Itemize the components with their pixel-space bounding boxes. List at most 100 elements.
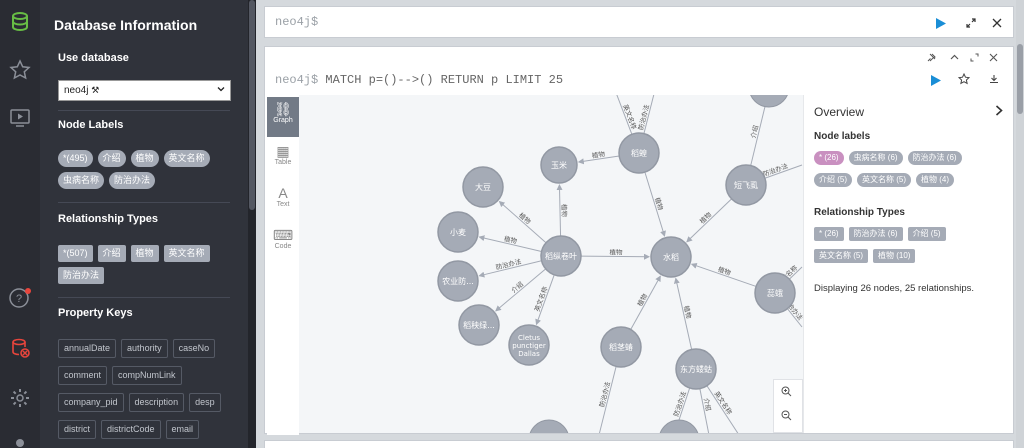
database-icon[interactable] [0, 2, 40, 42]
relationship-edge[interactable] [478, 260, 542, 278]
graph-node-circle[interactable] [458, 304, 500, 346]
relationship-edge[interactable] [630, 275, 661, 330]
property-key-tag[interactable]: comment [58, 366, 108, 385]
graph-canvas[interactable]: 植物植物植物防治办法介绍英文名称植物植物植物植物植物植物植物英文名称防治办法介绍… [299, 95, 803, 433]
zoom-in-icon[interactable] [781, 386, 795, 400]
relationship-edge[interactable] [686, 198, 732, 243]
graph-node[interactable]: 稻纵卷叶 [540, 235, 582, 277]
graph-svg[interactable]: 植物植物植物防治办法介绍英文名称植物植物植物植物植物植物植物英文名称防治办法介绍… [299, 95, 803, 433]
graph-node-circle[interactable] [508, 324, 550, 366]
graph-node-circle[interactable] [437, 211, 479, 253]
relationship-edge[interactable] [789, 266, 803, 280]
fullscreen-icon[interactable] [968, 51, 980, 63]
overview-relationship-type[interactable]: * (26) [814, 227, 844, 241]
graph-node[interactable] [659, 419, 699, 433]
graph-node[interactable]: 大豆 [462, 166, 504, 208]
node-label-tag[interactable]: *(495) [58, 150, 93, 167]
relationship-edge[interactable] [787, 308, 803, 328]
graph-node-circle[interactable] [437, 260, 479, 302]
graph-node[interactable]: 蕊蛾 [754, 272, 796, 314]
graph-node-circle[interactable] [754, 272, 796, 314]
play-icon[interactable] [0, 98, 40, 138]
node-label-tag[interactable]: 英文名称 [163, 150, 210, 167]
relationship-edge[interactable] [644, 171, 666, 237]
rerun-icon[interactable] [929, 73, 943, 87]
zoom-out-icon[interactable] [781, 410, 795, 424]
property-key-tag[interactable]: company_pid [58, 393, 124, 412]
property-key-tag[interactable]: description [128, 393, 185, 412]
relationship-type-tag[interactable]: *(507) [58, 245, 93, 262]
help-icon[interactable]: ? [0, 278, 40, 318]
graph-node-circle[interactable] [540, 146, 578, 184]
node-label-tag[interactable]: 防治办法 [109, 172, 156, 189]
main-scrollbar[interactable] [1016, 0, 1024, 448]
relationship-edge[interactable] [580, 253, 651, 260]
sidebar-scrollbar[interactable] [248, 0, 256, 448]
relationship-edge[interactable] [577, 155, 620, 165]
tab-table[interactable]: ▦ Table [267, 139, 299, 179]
download-icon[interactable] [987, 72, 1001, 86]
query-editor[interactable]: neo4j$ [264, 6, 1014, 38]
disconnect-icon[interactable] [0, 328, 40, 368]
star-icon[interactable] [0, 50, 40, 90]
tab-code[interactable]: ⌨ Code [267, 223, 299, 263]
frame-query-bar[interactable]: neo4j$ MATCH p=()-->() RETURN p LIMIT 25 [265, 65, 1013, 95]
close-frame-icon[interactable] [987, 51, 999, 63]
graph-node[interactable]: 短飞虱 [725, 164, 767, 206]
overview-node-label[interactable]: * (26) [814, 151, 844, 165]
property-key-tag[interactable]: email [165, 420, 200, 439]
relationship-edge[interactable] [643, 95, 655, 134]
graph-node-circle[interactable] [540, 235, 582, 277]
graph-node[interactable]: 水稻 [650, 236, 692, 278]
graph-node[interactable]: 东方蝼蛄 [675, 348, 717, 390]
property-key-tag[interactable]: districtCode [101, 420, 161, 439]
overview-node-label[interactable]: 介绍 (5) [814, 173, 852, 187]
favorite-icon[interactable] [957, 72, 971, 86]
relationship-edge[interactable] [615, 95, 633, 135]
collapse-icon[interactable] [948, 51, 960, 63]
node-label-tag[interactable]: 虫病名称 [58, 172, 105, 189]
relationship-edge[interactable] [706, 385, 739, 433]
graph-node[interactable]: 玉米 [540, 146, 578, 184]
tab-graph[interactable]: ⛓ Graph [267, 97, 299, 137]
relationship-edge[interactable] [690, 262, 757, 287]
relationship-type-tag[interactable]: 英文名称 [163, 245, 210, 262]
relationship-edge[interactable] [498, 200, 547, 244]
relationship-edge[interactable] [598, 366, 617, 433]
gear-icon[interactable] [0, 378, 40, 418]
graph-node-circle[interactable] [675, 348, 717, 390]
graph-node[interactable]: 稻蝗 [618, 132, 660, 174]
overview-relationship-type[interactable]: 防治办法 (6) [848, 227, 903, 241]
relationship-edge[interactable] [699, 388, 710, 433]
node-label-tag[interactable]: 植物 [130, 150, 159, 167]
relationship-edge[interactable] [673, 277, 693, 350]
relationship-type-tag[interactable]: 介绍 [97, 245, 126, 262]
property-key-tag[interactable]: authority [121, 339, 168, 358]
overview-node-label[interactable]: 英文名称 (5) [857, 173, 911, 187]
graph-node[interactable]: 稻秧绿... [458, 304, 500, 346]
graph-node-circle[interactable] [462, 166, 504, 208]
property-key-tag[interactable]: district [58, 420, 97, 439]
relationship-type-tag[interactable]: 植物 [130, 245, 159, 262]
relationship-edge[interactable] [764, 164, 803, 179]
graph-node[interactable]: 小麦 [437, 211, 479, 253]
relationship-type-tag[interactable]: 防治办法 [58, 267, 105, 284]
user-icon[interactable] [0, 426, 40, 448]
overview-node-label[interactable]: 防治办法 (6) [907, 151, 962, 165]
pin-icon[interactable] [925, 51, 937, 63]
property-key-tag[interactable]: compNumLink [112, 366, 182, 385]
relationship-edge[interactable] [495, 268, 547, 312]
property-key-tag[interactable]: caseNo [172, 339, 216, 358]
graph-node-circle[interactable] [618, 132, 660, 174]
property-key-tag[interactable]: annualDate [58, 339, 117, 358]
overview-relationship-type[interactable]: 植物 (10) [873, 249, 916, 263]
expand-icon[interactable] [963, 15, 979, 31]
overview-relationship-type[interactable]: 英文名称 (5) [814, 249, 868, 263]
graph-node-circle[interactable] [725, 164, 767, 206]
overview-node-label[interactable]: 虫病名称 (6) [848, 151, 903, 165]
node-label-tag[interactable]: 介绍 [97, 150, 126, 167]
tab-text[interactable]: A Text [267, 181, 299, 221]
chevron-right-icon[interactable] [995, 103, 1003, 119]
database-select[interactable]: neo4j ⚒ [58, 80, 231, 101]
